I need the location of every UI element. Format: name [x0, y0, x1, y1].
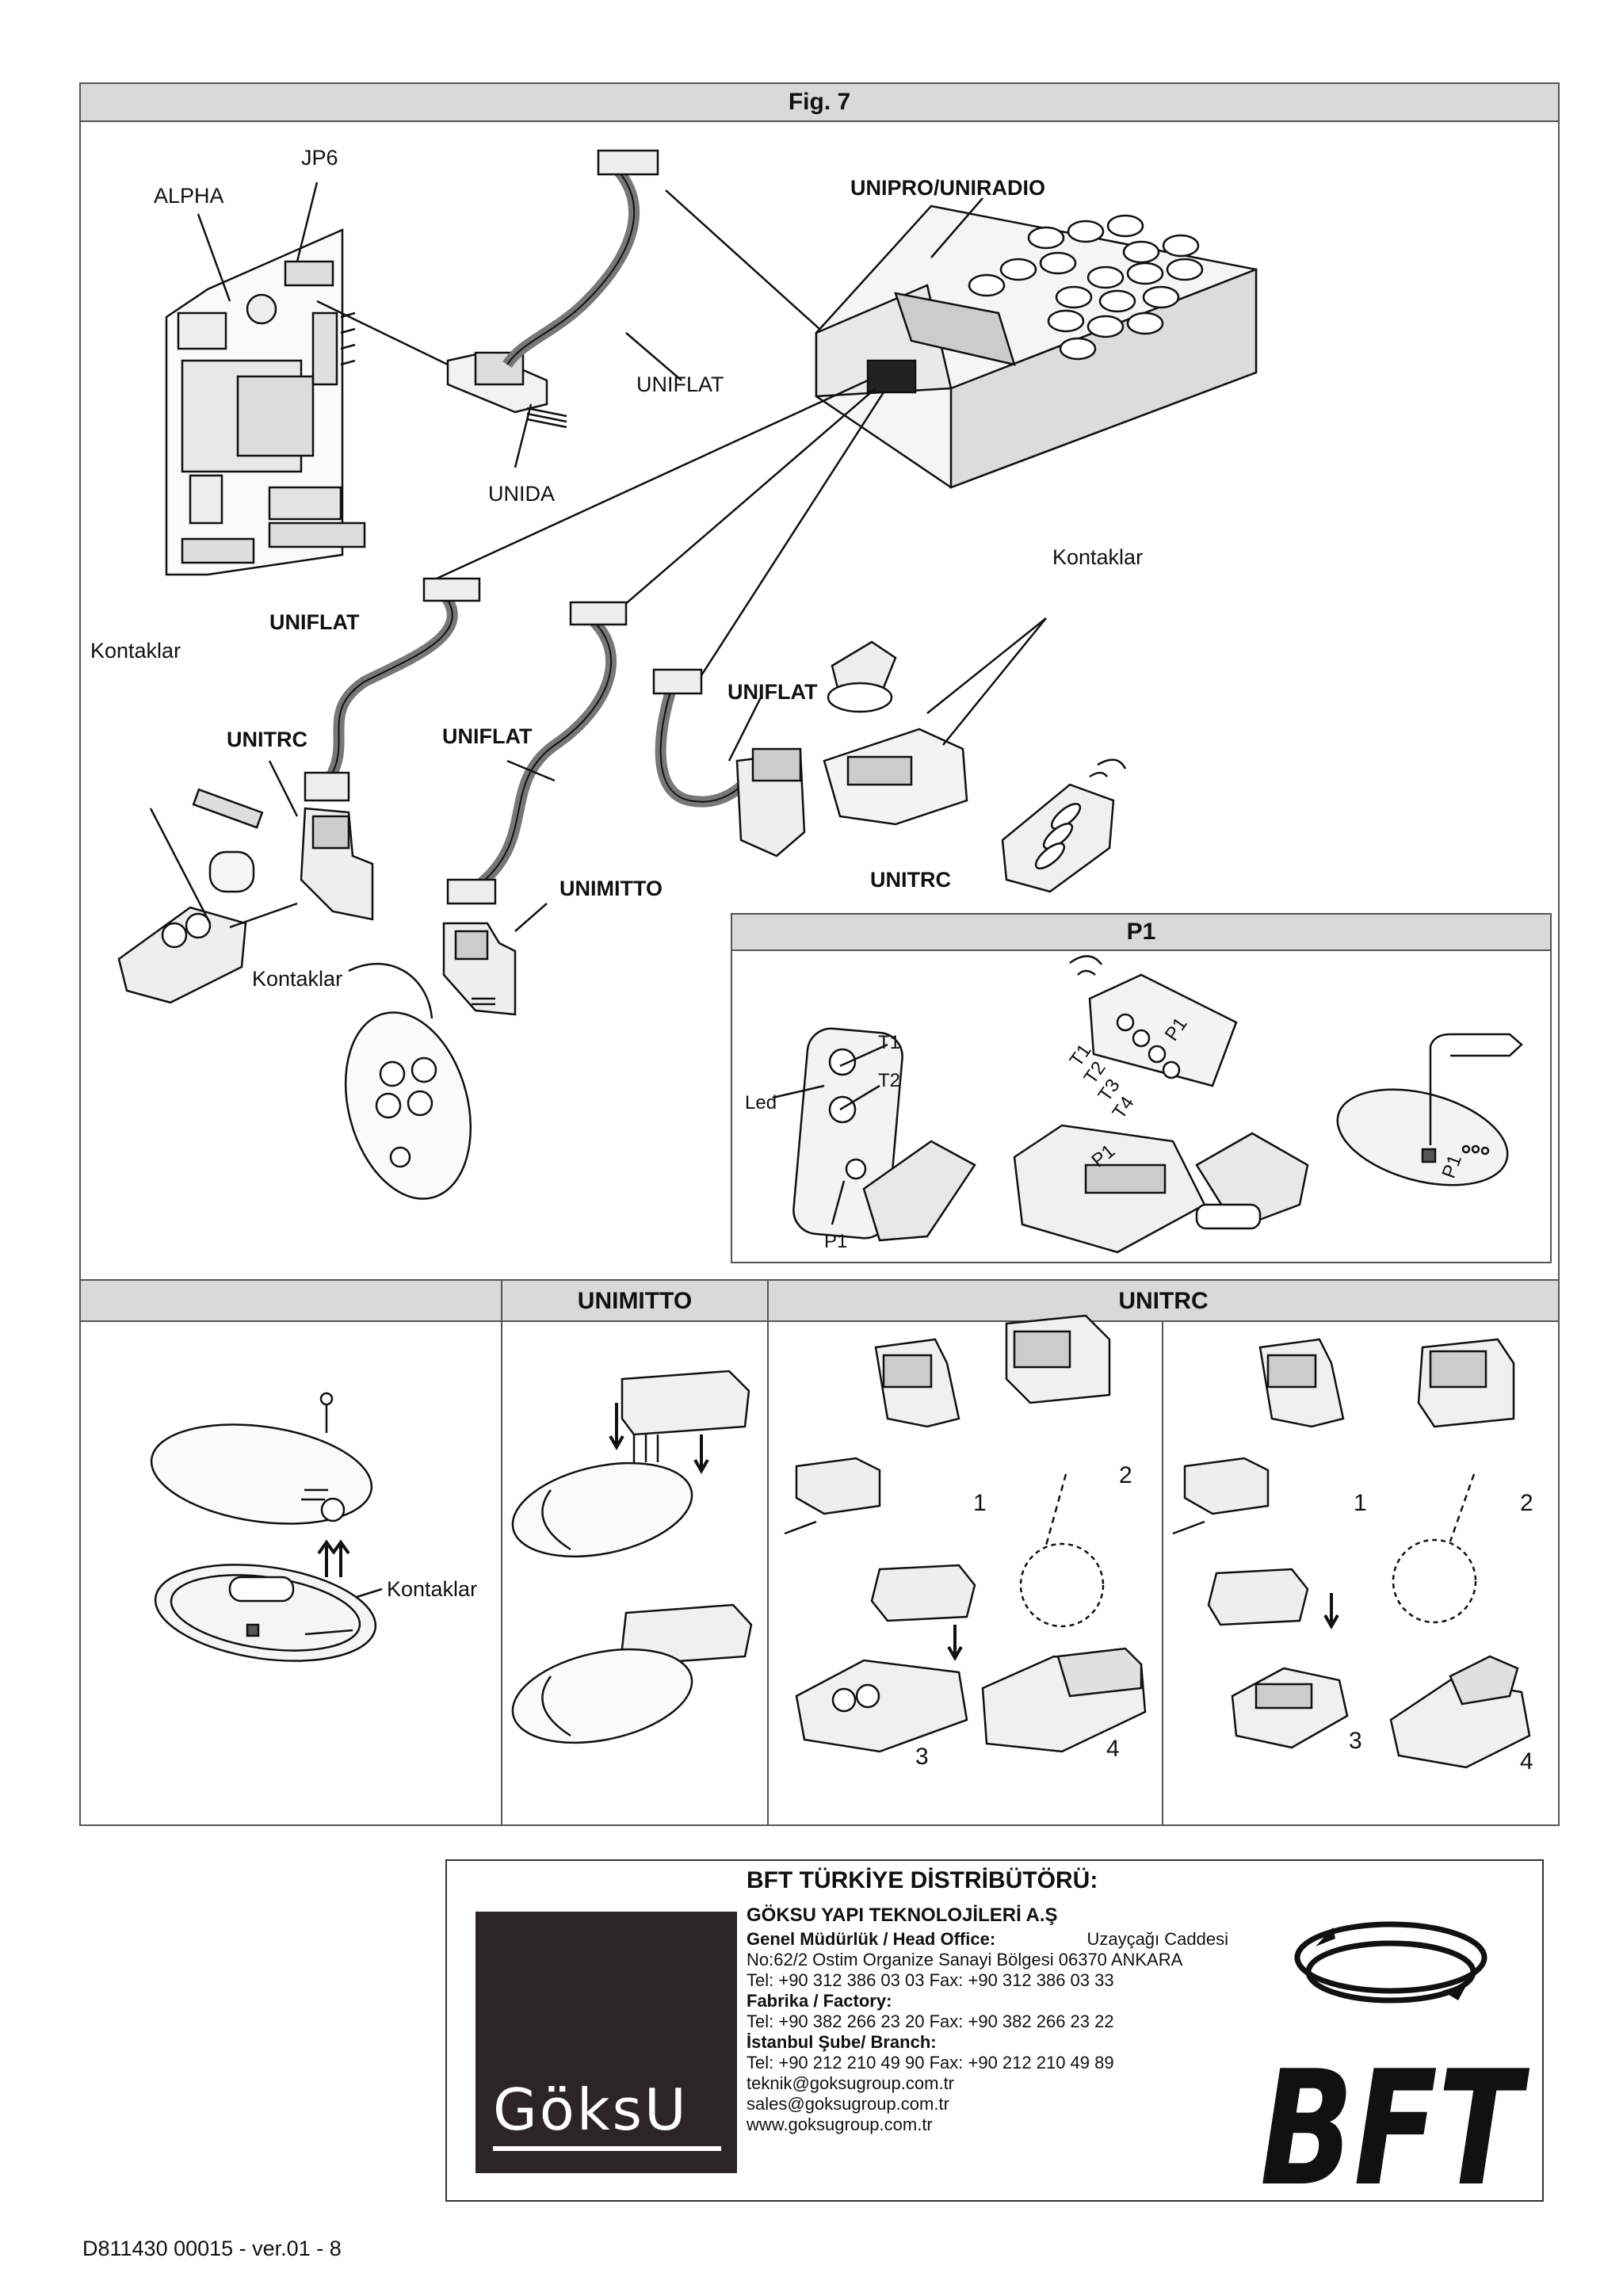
p1-oval-remote-illustration	[1336, 1033, 1523, 1186]
label-unimitto: UNIMITTO	[559, 877, 663, 900]
label-kontaklar-bottom: Kontaklar	[252, 967, 343, 991]
table-header-unitrc: UNITRC	[1118, 1288, 1209, 1314]
label-kontaklar-left: Kontaklar	[90, 639, 181, 663]
right-unitrc-module	[735, 747, 806, 858]
head-office-line: Genel Müdürlük / Head Office: Uzayçağı C…	[747, 1929, 1228, 1950]
document-footer-code: D811430 00015 - ver.01 - 8	[82, 2237, 342, 2260]
alpha-board-illustration	[165, 228, 366, 576]
column-divider	[501, 1281, 502, 1824]
remote-exploded-illustration	[150, 1392, 377, 1662]
label-unitrc-left: UNITRC	[227, 728, 307, 751]
step-1-left: 1	[973, 1490, 987, 1516]
distributor-box	[445, 1859, 1544, 2202]
label-t1-left: T1	[878, 1032, 901, 1053]
label-kontaklar-right: Kontaklar	[1052, 545, 1144, 569]
unitrc-assembly-left-illustration	[784, 1314, 1147, 1753]
p1-unitrc-open-illustration	[1013, 955, 1309, 1254]
bft-logo-text: BFT	[1260, 2037, 1530, 2222]
step-2-left: 2	[1119, 1462, 1132, 1488]
bft-logo: BFT	[1260, 1921, 1530, 2222]
p1-panel	[731, 913, 1552, 1263]
goksu-logo: GöksU	[475, 1912, 737, 2173]
label-uniflat-top: UNIFLAT	[636, 372, 724, 396]
column-divider	[767, 1281, 769, 1824]
step-3-right: 3	[1349, 1728, 1362, 1754]
column-divider	[1162, 1322, 1163, 1824]
branch-label: İstanbul Şube/ Branch:	[747, 2032, 937, 2052]
unimitto-assembly-illustration	[511, 1370, 753, 1744]
label-unipro-uniradio: UNIPRO/UNIRADIO	[850, 176, 1046, 200]
label-alpha: ALPHA	[154, 184, 224, 208]
label-uniflat-middle: UNIFLAT	[442, 724, 533, 748]
oval-remote-illustration	[344, 1011, 472, 1200]
label-unitrc-right: UNITRC	[870, 868, 951, 892]
distributor-company: GÖKSU YAPI TEKNOLOJİLERİ A.Ş	[747, 1904, 1058, 1926]
email-teknik[interactable]: teknik@goksugroup.com.tr	[747, 2073, 955, 2093]
unitrc-assembly-right-illustration	[1172, 1338, 1531, 1769]
assembly-table	[79, 1279, 1560, 1826]
battery-holder-illustration	[823, 640, 968, 826]
head-office-phone: Tel: +90 312 386 03 03 Fax: +90 312 386 …	[747, 1970, 1114, 1990]
step-2-right: 2	[1520, 1490, 1533, 1516]
unitrc-keyfob-illustration	[1001, 758, 1127, 893]
step-4-right: 4	[1520, 1748, 1533, 1775]
label-uniflat-right: UNIFLAT	[727, 680, 818, 704]
head-office-label: Genel Müdürlük / Head Office:	[747, 1929, 996, 1949]
unimitto-module	[442, 922, 517, 1016]
table-header-unimitto: UNIMITTO	[577, 1288, 693, 1314]
website-link[interactable]: www.goksugroup.com.tr	[747, 2115, 933, 2134]
assembly-table-header-row	[81, 1281, 1558, 1322]
label-t2-left: T2	[878, 1070, 901, 1091]
p1-panel-title: P1	[732, 915, 1550, 951]
figure-title: Fig. 7	[81, 84, 1558, 122]
factory-label: Fabrika / Factory:	[747, 1991, 892, 2011]
email-sales[interactable]: sales@goksugroup.com.tr	[747, 2094, 949, 2114]
label-p1-left: P1	[824, 1231, 848, 1252]
goksu-logo-text: GöksU	[493, 2076, 689, 2143]
label-led: Led	[745, 1092, 777, 1114]
factory-phone: Tel: +90 382 266 23 20 Fax: +90 382 266 …	[747, 2011, 1114, 2031]
left-unitrc-module	[300, 807, 374, 921]
step-4-left: 4	[1106, 1736, 1120, 1762]
unipro-programmer-illustration	[815, 204, 1258, 489]
label-uniflat-left: UNIFLAT	[269, 610, 360, 634]
left-transmitter-illustration	[117, 788, 264, 1004]
distributor-heading: BFT TÜRKİYE DİSTRİBÜTÖRÜ:	[747, 1867, 1098, 1893]
goksu-logo-underline	[493, 2146, 721, 2151]
distributor-address: GÖKSU YAPI TEKNOLOJİLERİ A.Ş Genel Müdür…	[747, 1905, 1228, 2135]
label-kontaklar-table: Kontaklar	[387, 1577, 478, 1601]
step-3-left: 3	[915, 1744, 929, 1770]
head-office-address: No:62/2 Ostim Organize Sanayi Bölgesi 06…	[747, 1950, 1183, 1969]
label-unida: UNIDA	[488, 482, 556, 506]
head-office-street: Uzayçağı Caddesi	[1086, 1929, 1228, 1949]
p1-keyfob-illustration	[792, 1027, 976, 1242]
step-1-right: 1	[1354, 1490, 1367, 1516]
branch-phone: Tel: +90 212 210 49 90 Fax: +90 212 210 …	[747, 2053, 1114, 2073]
label-jp6: JP6	[301, 146, 338, 170]
